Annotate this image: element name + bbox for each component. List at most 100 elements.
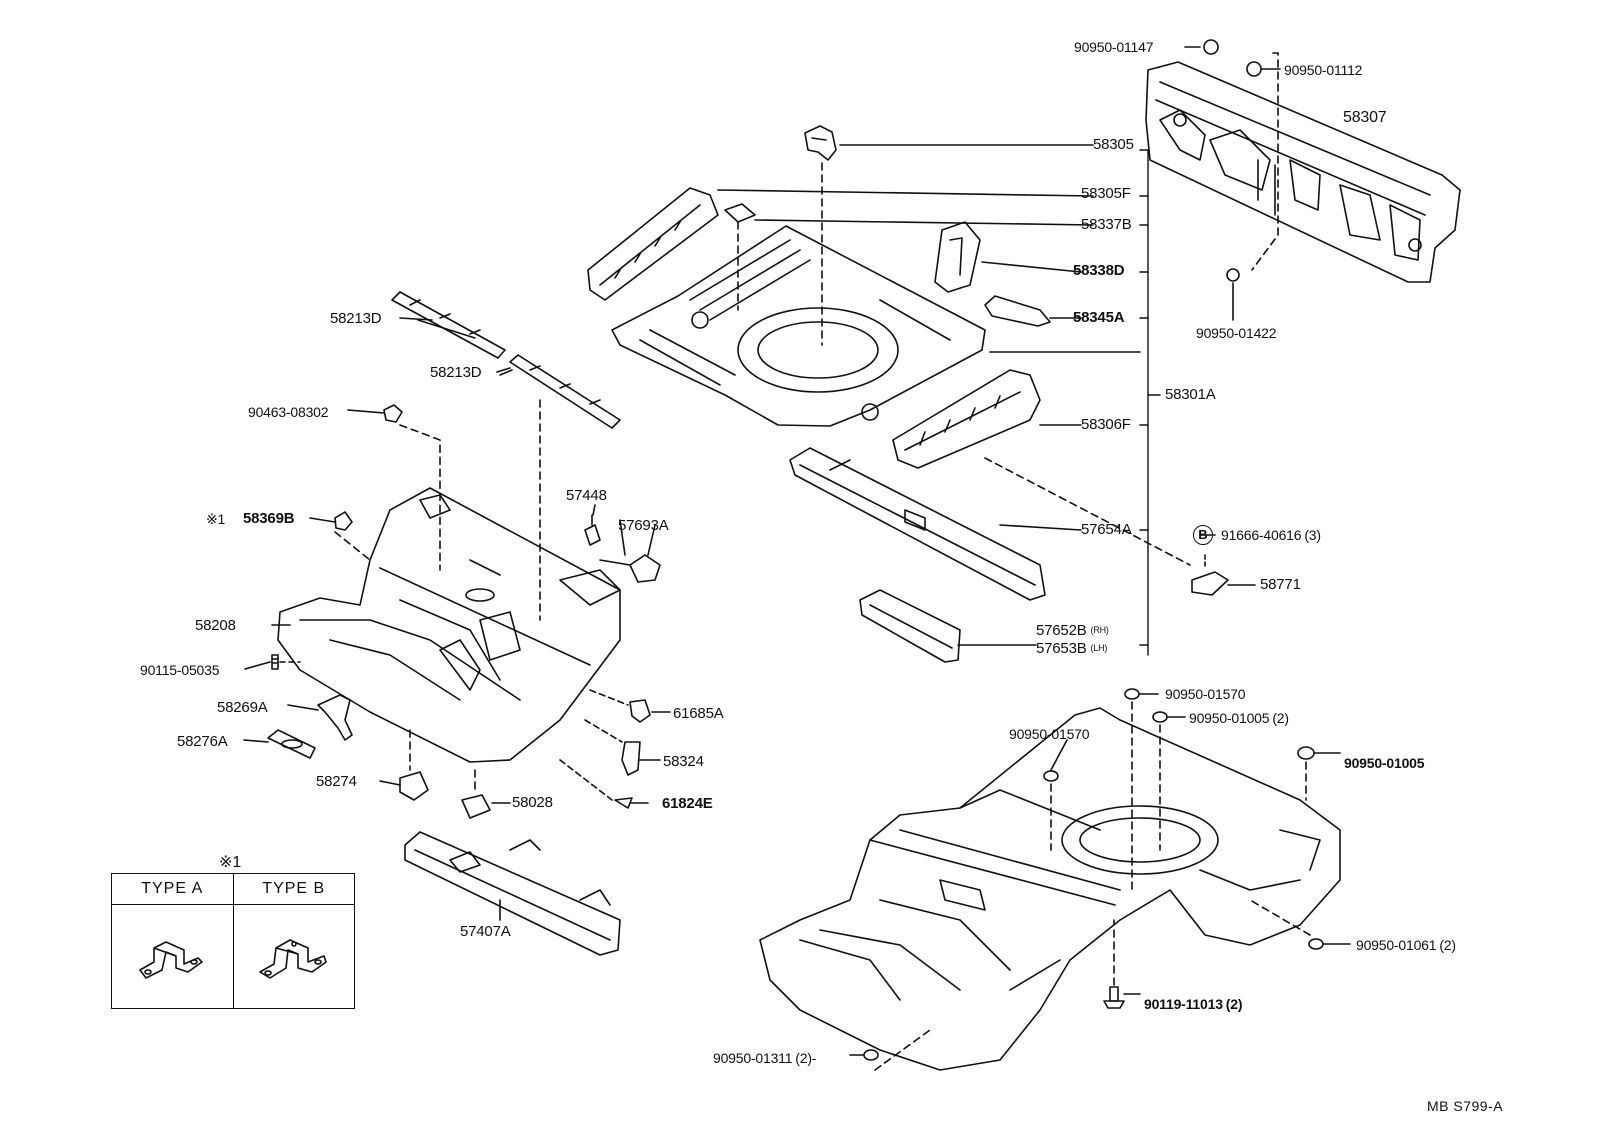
label-58028: 58028 bbox=[512, 794, 553, 811]
clip-57448 bbox=[584, 524, 601, 546]
pad-58337B bbox=[724, 203, 756, 223]
label-90950-01061-qty: (2) bbox=[1439, 937, 1456, 953]
label-57652B-number: 57652B bbox=[1036, 622, 1087, 639]
clip-90950-01005-b bbox=[1297, 746, 1315, 760]
bracket-57693A bbox=[629, 554, 661, 583]
bracket-58338D bbox=[934, 221, 981, 293]
bracket-58771 bbox=[1191, 571, 1229, 596]
label-91666-40616: 91666-40616(3) bbox=[1221, 527, 1321, 543]
label-58369B: 58369B bbox=[243, 510, 295, 527]
bolt-90115-05035 bbox=[271, 654, 279, 670]
label-90950-01005-a-number: 90950-01005 bbox=[1189, 710, 1270, 726]
type-b-header: TYPE B bbox=[233, 874, 354, 905]
label-57407A: 57407A bbox=[460, 923, 511, 940]
label-90119-11013-qty: (2) bbox=[1225, 996, 1243, 1012]
diagram-code: MB S799-A bbox=[1427, 1098, 1504, 1114]
label-57448: 57448 bbox=[566, 487, 607, 504]
label-58307: 58307 bbox=[1343, 109, 1387, 126]
label-90950-01061-number: 90950-01061 bbox=[1356, 937, 1437, 953]
clip-90950-01422 bbox=[1226, 268, 1240, 282]
label-58345A: 58345A bbox=[1073, 309, 1125, 326]
label-61685A: 61685A bbox=[673, 705, 724, 722]
clip-90950-01005-a bbox=[1152, 711, 1168, 723]
clip-90463-08302 bbox=[383, 404, 403, 423]
bracket-61685A bbox=[629, 699, 651, 723]
clip-90950-01147 bbox=[1203, 39, 1219, 55]
callout-b: B bbox=[1193, 525, 1213, 545]
rear-floor-pan-58301A bbox=[611, 225, 986, 427]
label-90950-01147: 90950-01147 bbox=[1074, 39, 1154, 55]
label-90463-08302: 90463-08302 bbox=[248, 404, 329, 420]
label-90950-01311-qty: (2)- bbox=[795, 1050, 817, 1066]
label-90950-01311-number: 90950-01311 bbox=[713, 1050, 793, 1066]
label-90950-01061: 90950-01061(2) bbox=[1356, 937, 1456, 953]
clip-90950-01311 bbox=[863, 1049, 879, 1061]
label-58301A: 58301A bbox=[1165, 386, 1216, 403]
label-58274: 58274 bbox=[316, 773, 357, 790]
label-91666-40616-number: 91666-40616 bbox=[1221, 527, 1302, 543]
type-b-cell: TYPE B bbox=[233, 874, 354, 1008]
clip-58369B bbox=[334, 511, 353, 531]
label-58306F: 58306F bbox=[1081, 416, 1131, 433]
bolt-90119-11013 bbox=[1103, 986, 1125, 1009]
label-57652B-side: (RH) bbox=[1090, 625, 1109, 635]
bracket-58305 bbox=[804, 125, 837, 161]
label-58337B: 58337B bbox=[1081, 216, 1132, 233]
label-58324: 58324 bbox=[663, 753, 704, 770]
label-90950-01112: 90950-01112 bbox=[1284, 62, 1363, 78]
label-90950-01005-b: 90950-01005 bbox=[1344, 755, 1425, 771]
pad-58276A bbox=[267, 729, 316, 759]
cross-member-57654A bbox=[789, 447, 1046, 601]
label-57653B-number: 57653B bbox=[1036, 640, 1087, 657]
type-b-bracket-icon bbox=[258, 939, 327, 979]
clip-90950-01570-a bbox=[1124, 688, 1140, 700]
assembled-floor bbox=[759, 707, 1341, 1071]
type-a-cell: TYPE A bbox=[112, 874, 234, 1008]
label-90950-01570-b: 90950-01570 bbox=[1009, 726, 1090, 742]
label-58305F: 58305F bbox=[1081, 185, 1131, 202]
type-a-bracket-icon bbox=[139, 941, 203, 979]
clip-90950-01570-b bbox=[1043, 770, 1059, 782]
label-58305: 58305 bbox=[1093, 136, 1134, 153]
bracket-58269A bbox=[317, 694, 353, 741]
label-90950-01422: 90950-01422 bbox=[1196, 325, 1277, 341]
label-57653B-side: (LH) bbox=[1090, 643, 1108, 653]
label-58338D: 58338D bbox=[1073, 262, 1125, 279]
label-90119-11013: 90119-11013(2) bbox=[1144, 996, 1242, 1012]
label-58276A: 58276A bbox=[177, 733, 228, 750]
label-58213D-lower: 58213D bbox=[430, 364, 482, 381]
label-58771: 58771 bbox=[1260, 576, 1301, 593]
label-58369B-mark: ※1 bbox=[206, 511, 226, 527]
label-91666-40616-qty: (3) bbox=[1304, 527, 1321, 543]
label-58213D-upper: 58213D bbox=[330, 310, 382, 327]
bracket-58345A bbox=[984, 295, 1051, 327]
label-90119-11013-number: 90119-11013 bbox=[1144, 996, 1223, 1012]
label-61824E: 61824E bbox=[662, 795, 713, 812]
label-90950-01005-a-qty: (2) bbox=[1272, 710, 1289, 726]
label-90115-05035: 90115-05035 bbox=[140, 662, 220, 678]
clip-90950-01112 bbox=[1246, 61, 1262, 77]
floor-section-58208 bbox=[277, 487, 621, 763]
side-rail-58305F bbox=[587, 187, 719, 301]
label-58269A: 58269A bbox=[217, 699, 268, 716]
rear-panel-58307 bbox=[1145, 61, 1461, 283]
type-table-title: ※1 bbox=[219, 854, 242, 871]
plug-58274 bbox=[399, 771, 429, 801]
label-57654A: 57654A bbox=[1081, 521, 1132, 538]
label-57693A: 57693A bbox=[618, 517, 669, 534]
side-rail-58306F bbox=[892, 369, 1041, 469]
label-57653B: 57653B(LH) bbox=[1036, 640, 1107, 657]
label-58208: 58208 bbox=[195, 617, 236, 634]
strip-58213D-lower bbox=[509, 354, 621, 429]
strip-58213D-upper bbox=[391, 291, 506, 359]
label-57652B: 57652B(RH) bbox=[1036, 622, 1109, 639]
label-90950-01005-a: 90950-01005(2) bbox=[1189, 710, 1289, 726]
brace-57652B bbox=[859, 589, 961, 663]
label-90950-01570-a: 90950-01570 bbox=[1165, 686, 1246, 702]
label-90950-01311: 90950-01311(2)- bbox=[713, 1050, 816, 1066]
cross-member-57407A bbox=[404, 831, 621, 956]
clip-90950-01061 bbox=[1308, 938, 1324, 950]
pad-58028 bbox=[461, 794, 491, 819]
